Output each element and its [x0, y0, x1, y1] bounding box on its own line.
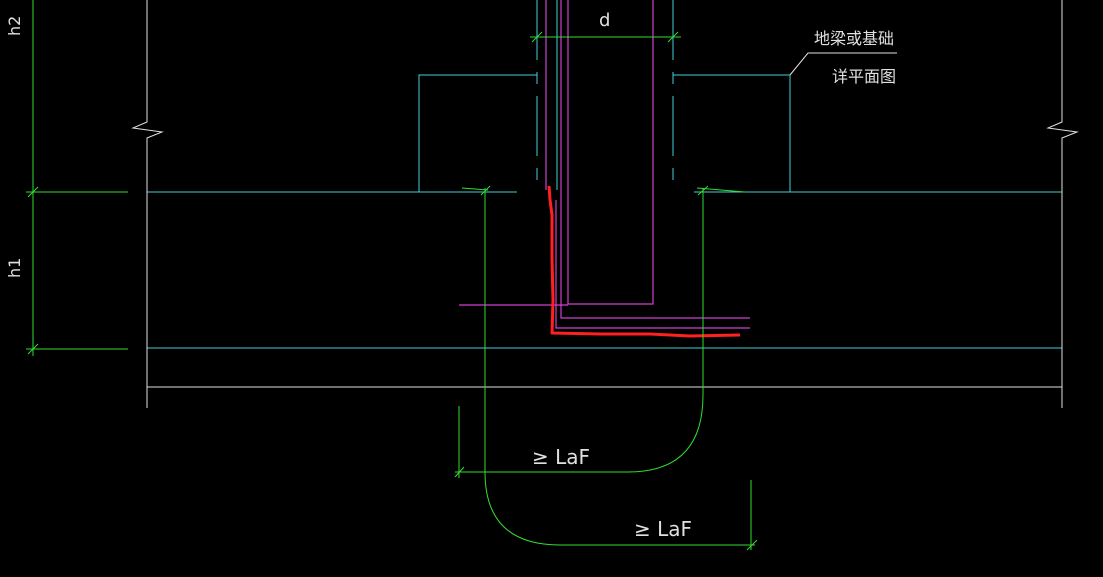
rebar-bent-2: [555, 200, 750, 329]
anchor-bar-lower: [484, 188, 755, 546]
boundary-lines: [131, 0, 1079, 408]
red-rebar-markup: [547, 185, 741, 338]
dimension-lines: [26, 0, 758, 551]
callout-leader: [789, 52, 897, 76]
la-lower-label: ≥ LaF: [634, 517, 692, 541]
tick-h1-bottom: [27, 343, 39, 355]
anchor-lower-top-tick: [480, 185, 491, 196]
left-break-line: [131, 0, 164, 408]
h1-label: h1: [5, 258, 24, 278]
right-break-line: [1046, 0, 1079, 408]
anchor-upper-top-tick: [697, 185, 709, 196]
la-upper-tick: [454, 466, 465, 478]
d-label: d: [599, 10, 610, 31]
rebar-bent-1: [560, 0, 750, 319]
d-tick-left: [531, 31, 543, 43]
pile-rebar: [459, 0, 750, 329]
rebar-loop: [567, 0, 654, 305]
anchor-bar-upper: [455, 188, 704, 473]
tick-h2-bottom: [27, 186, 39, 198]
concrete-outline: [147, 0, 1062, 349]
beam-outline-right: [673, 74, 791, 192]
h2-label: h2: [5, 16, 24, 36]
beam-outline-left: [418, 74, 537, 192]
la-upper-label: ≥ LaF: [532, 445, 590, 469]
d-tick-right: [667, 31, 679, 43]
anchor-lower-top-stub: [461, 187, 489, 191]
la-lower-tick: [746, 539, 758, 551]
callout-line2: 详平面图: [832, 67, 896, 86]
callout-line1: 地梁或基础: [814, 29, 894, 48]
